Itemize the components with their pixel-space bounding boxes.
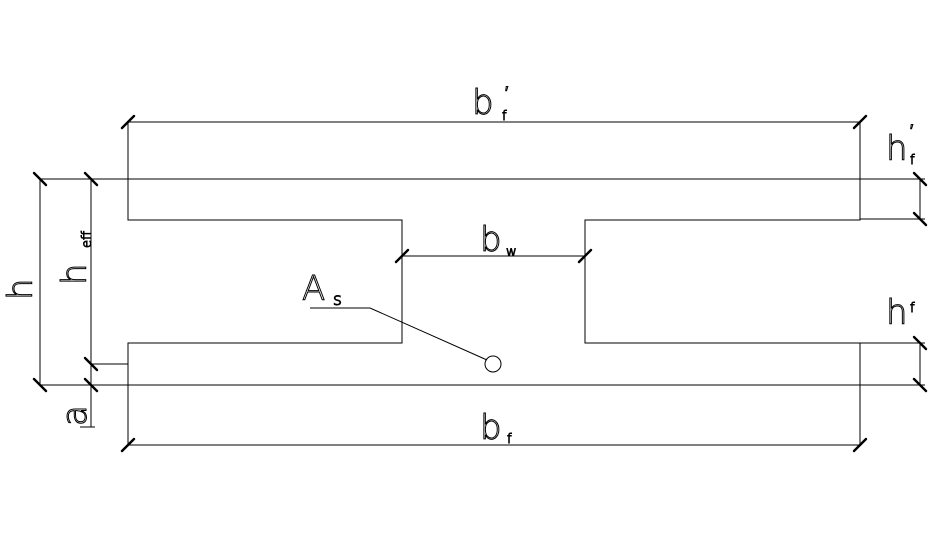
steel-leader-line — [310, 307, 488, 361]
dimension-ticks — [32, 114, 928, 453]
svg-text:h: h — [886, 129, 908, 169]
label-b-top-flange: b f ′ — [472, 83, 509, 125]
svg-text:b: b — [472, 83, 494, 123]
label-b-bottom-flange: b f — [480, 408, 513, 449]
svg-text:f: f — [507, 432, 512, 447]
svg-text:b: b — [480, 220, 502, 260]
svg-text:eff: eff — [80, 231, 95, 248]
svg-text:h: h — [1, 278, 41, 300]
svg-text:f: f — [910, 301, 915, 316]
svg-text:s: s — [333, 290, 342, 310]
section-outline — [127, 121, 861, 446]
svg-text:h: h — [55, 263, 95, 285]
svg-text:h: h — [886, 293, 908, 333]
label-steel-area: A s — [302, 269, 343, 311]
label-h-effective: h eff — [55, 231, 96, 286]
label-h-top-flange: h f ′ — [886, 121, 916, 170]
svg-text:a: a — [55, 405, 95, 426]
label-h-total: h — [1, 278, 42, 301]
svg-text:A: A — [302, 269, 325, 309]
svg-text:f: f — [910, 153, 915, 168]
svg-text:b: b — [480, 408, 502, 448]
svg-text:′: ′ — [910, 121, 913, 141]
label-b-web: b w — [480, 220, 518, 261]
steel-bar — [484, 355, 502, 373]
svg-text:w: w — [506, 245, 517, 260]
label-a-cover: a — [55, 405, 96, 427]
svg-text:f: f — [502, 109, 507, 124]
label-h-bottom-flange: h f — [886, 293, 916, 334]
svg-text:′: ′ — [505, 83, 508, 103]
